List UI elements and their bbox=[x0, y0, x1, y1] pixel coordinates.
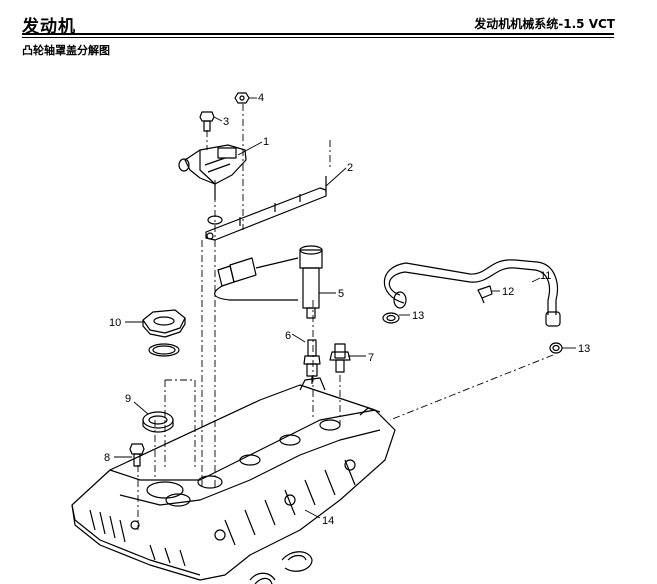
callout-4: 4 bbox=[258, 92, 264, 104]
callout-6: 6 bbox=[285, 330, 291, 342]
callout-14: 14 bbox=[322, 515, 334, 527]
pcv-hose-part-11 bbox=[383, 259, 561, 327]
chapter-title: 发动机机械系统-1.5 VCT bbox=[474, 17, 615, 31]
leader-lines bbox=[114, 97, 576, 519]
callout-13b: 13 bbox=[578, 343, 590, 355]
oil-filler-cap-part-10 bbox=[142, 309, 186, 338]
callout-13: 13 bbox=[412, 310, 424, 322]
callout-12: 12 bbox=[502, 286, 514, 298]
figure-subtitle: 凸轮轴罩盖分解图 bbox=[22, 44, 110, 57]
spark-plug-part-6 bbox=[303, 339, 321, 384]
bolt-part-3 bbox=[199, 111, 215, 132]
callout-9: 9 bbox=[125, 393, 131, 405]
callout-5: 5 bbox=[338, 288, 344, 300]
callout-8: 8 bbox=[104, 452, 110, 464]
alignment-lines bbox=[137, 104, 554, 530]
ignition-coil-part-5 bbox=[214, 245, 323, 319]
callout-10: 10 bbox=[109, 317, 121, 329]
camshaft-cover-part-14 bbox=[71, 377, 396, 581]
callout-labels: 4 3 1 2 5 6 7 10 9 8 11 12 13 13 14 bbox=[104, 92, 590, 527]
nut-part-4 bbox=[234, 92, 250, 104]
callout-1: 1 bbox=[263, 136, 269, 148]
callout-11: 11 bbox=[540, 270, 551, 282]
callout-7: 7 bbox=[368, 352, 374, 364]
callout-3: 3 bbox=[223, 116, 229, 128]
harness-bracket-part-2 bbox=[205, 176, 327, 241]
hose-clamp-part-13b bbox=[549, 342, 563, 354]
header-rule-thick bbox=[22, 33, 614, 35]
sensor-part-7 bbox=[329, 343, 351, 373]
bolt-part-8 bbox=[129, 443, 145, 467]
gasket-seal bbox=[249, 551, 313, 584]
section-title: 发动机 bbox=[22, 17, 76, 37]
hose-clamp-part-13 bbox=[382, 312, 400, 324]
seal-ring-part-9 bbox=[142, 411, 174, 433]
oil-cap-seal bbox=[148, 343, 180, 357]
coil-bracket-part-1 bbox=[178, 144, 247, 225]
callout-2: 2 bbox=[347, 162, 353, 174]
header-rule-thin bbox=[22, 37, 614, 38]
hose-clip-part-12 bbox=[477, 285, 493, 304]
